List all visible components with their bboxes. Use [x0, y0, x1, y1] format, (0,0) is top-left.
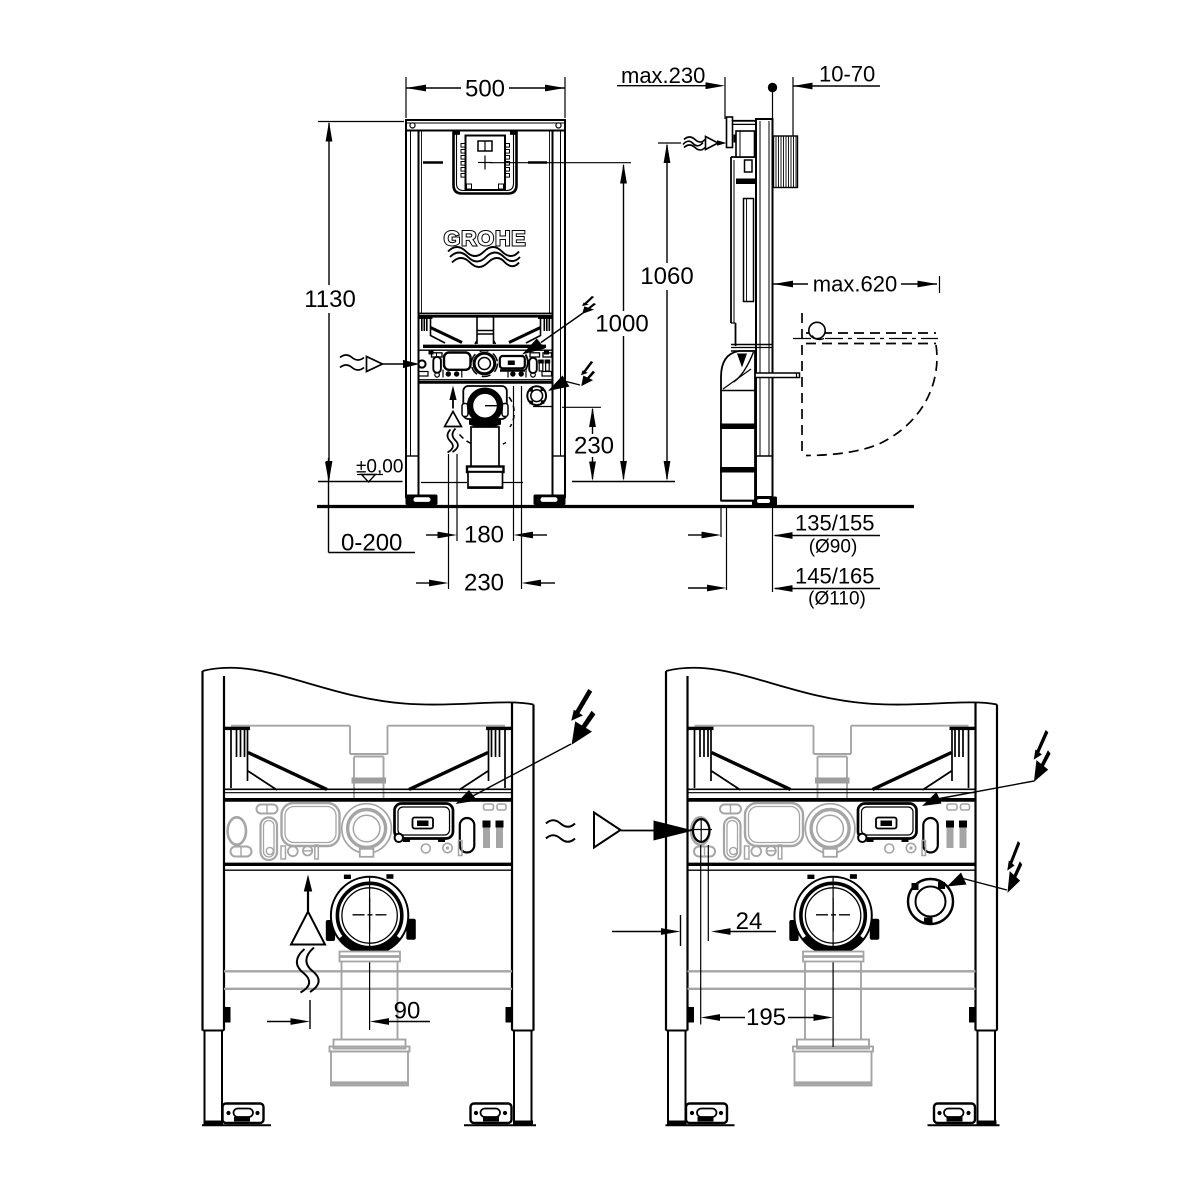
svg-text:±0,00: ±0,00: [356, 457, 403, 478]
svg-text:135/155: 135/155: [795, 511, 875, 536]
svg-text:230: 230: [574, 433, 614, 460]
svg-text:max.230: max.230: [621, 63, 705, 88]
svg-text:180: 180: [464, 522, 504, 549]
svg-text:145/165: 145/165: [795, 564, 875, 589]
svg-text:195: 195: [746, 1004, 786, 1031]
svg-text:1060: 1060: [640, 263, 693, 290]
svg-text:230: 230: [464, 570, 504, 597]
svg-text:max.620: max.620: [813, 272, 897, 297]
svg-text:500: 500: [465, 76, 505, 103]
svg-text:0-200: 0-200: [341, 530, 402, 557]
svg-text:(Ø90): (Ø90): [809, 537, 858, 558]
svg-text:(Ø110): (Ø110): [808, 589, 866, 610]
svg-text:90: 90: [394, 998, 421, 1025]
svg-text:10-70: 10-70: [819, 62, 875, 87]
svg-text:1130: 1130: [304, 286, 356, 313]
svg-text:24: 24: [736, 908, 763, 935]
svg-text:1000: 1000: [595, 311, 648, 338]
svg-text:GROHE: GROHE: [444, 227, 527, 251]
